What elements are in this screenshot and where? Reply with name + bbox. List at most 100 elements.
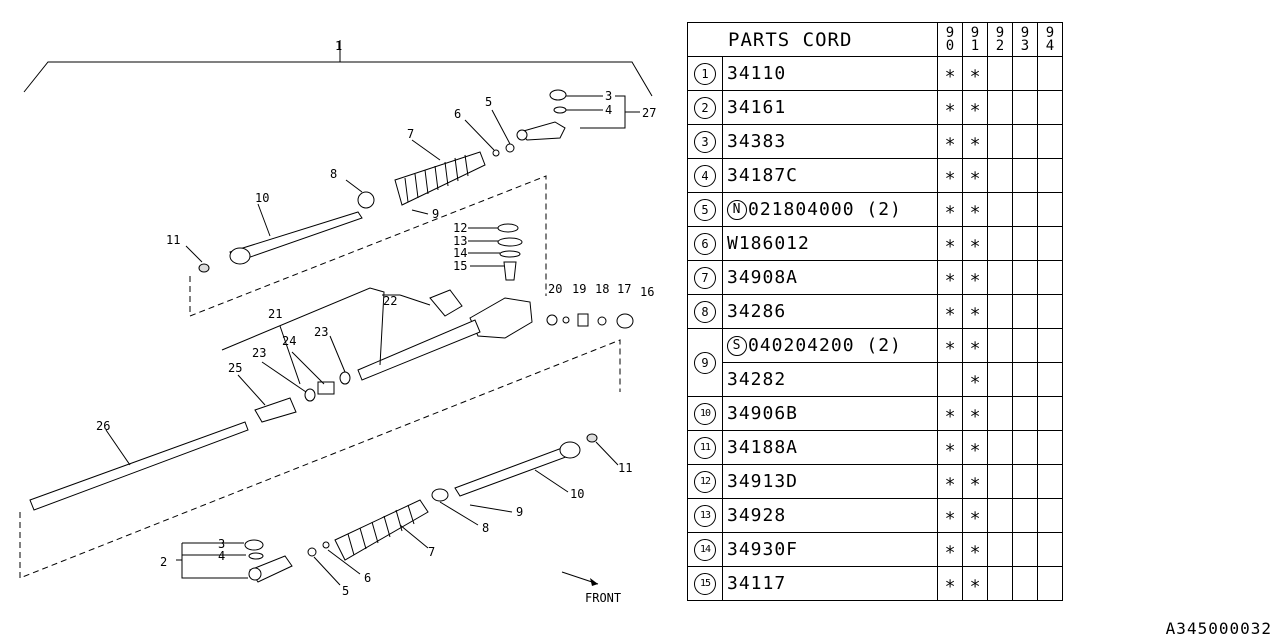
- applicability-cell: [1037, 226, 1063, 261]
- part-number: 13: [694, 504, 716, 527]
- table-row: 34282 ∗: [688, 362, 1063, 397]
- applicability-cell: ∗: [962, 328, 988, 363]
- callout-10: 10: [255, 191, 269, 205]
- part-number: 11: [694, 436, 716, 459]
- part-code: 34282: [727, 369, 787, 390]
- applicability-mark: ∗: [944, 301, 956, 322]
- applicability-cell: [1012, 260, 1038, 295]
- boot-bottom: 8 9 7: [334, 488, 523, 561]
- callout-26: 26: [96, 419, 110, 433]
- applicability-mark: ∗: [944, 131, 956, 152]
- applicability-cell: ∗: [937, 294, 963, 329]
- part-number: 15: [694, 572, 716, 595]
- part-number-cell: 9: [687, 328, 723, 397]
- applicability-cell: [1012, 56, 1038, 91]
- applicability-cell: ∗: [937, 498, 963, 533]
- inner-tie-rod-bottom: 11 10: [454, 433, 632, 501]
- rack-tube: 21 23 24 23: [221, 287, 481, 402]
- table-row: 11 34188A ∗ ∗: [687, 430, 1063, 465]
- part-number-cell: 3: [687, 124, 723, 159]
- part-number-cell: 1: [687, 56, 723, 91]
- applicability-mark: ∗: [969, 471, 981, 492]
- applicability-cell: [987, 294, 1013, 329]
- applicability-cell: ∗: [962, 430, 988, 465]
- part-code-cell: 34188A: [722, 430, 938, 465]
- part-number-cell: 6: [687, 226, 723, 261]
- applicability-mark: ∗: [944, 165, 956, 186]
- callout-5: 5: [485, 95, 492, 109]
- applicability-mark: ∗: [944, 471, 956, 492]
- applicability-cell: [987, 430, 1013, 465]
- callout-23-bottom: 23: [252, 346, 266, 360]
- applicability-mark: ∗: [969, 437, 981, 458]
- applicability-cell: ∗: [962, 396, 988, 431]
- applicability-cell: [987, 158, 1013, 193]
- part-code: 34913D: [727, 471, 799, 492]
- applicability-mark: ∗: [969, 199, 981, 220]
- applicability-cell: [1012, 294, 1038, 329]
- applicability-cell: ∗: [962, 158, 988, 193]
- applicability-cell: [1012, 192, 1038, 227]
- applicability-cell: ∗: [937, 430, 963, 465]
- part-code: 34117: [727, 573, 787, 594]
- callout-14: 14: [453, 246, 467, 260]
- part-number: 7: [694, 266, 716, 289]
- part-code-cell: 34928: [722, 498, 938, 533]
- callout-22: 22: [383, 294, 397, 308]
- applicability-cell: [1012, 158, 1038, 193]
- rack-bar: 25 26: [29, 361, 297, 511]
- inner-tie-rod-top: 10 11: [166, 191, 363, 273]
- pinion-parts: 12 13 14 15: [453, 221, 523, 281]
- part-number: 6: [694, 232, 716, 255]
- part-number-cell: 14: [687, 532, 723, 567]
- applicability-cell: [1037, 124, 1063, 159]
- applicability-cell: [987, 498, 1013, 533]
- applicability-mark: ∗: [944, 437, 956, 458]
- applicability-cell: [1037, 260, 1063, 295]
- applicability-cell: [1012, 328, 1038, 363]
- applicability-cell: [1037, 294, 1063, 329]
- callout-4-bottom: 4: [218, 549, 225, 563]
- applicability-mark: ∗: [969, 369, 981, 390]
- part-number: 14: [694, 538, 716, 561]
- steering-gear-exploded-diagram: 1 3 4 27 5 6 7 8 9 10 11: [19, 39, 656, 605]
- part-code-cell: 34187C: [722, 158, 938, 193]
- part-code: 34908A: [727, 267, 799, 288]
- applicability-cell: [1037, 566, 1063, 601]
- callout-11: 11: [166, 233, 180, 247]
- applicability-mark: ∗: [944, 233, 956, 254]
- applicability-cell: ∗: [962, 124, 988, 159]
- callout-7: 7: [407, 127, 414, 141]
- applicability-cell: [937, 362, 963, 397]
- part-number-cell: 15: [687, 566, 723, 601]
- applicability-mark: ∗: [969, 97, 981, 118]
- applicability-cell: ∗: [937, 396, 963, 431]
- part-code: 34928: [727, 505, 787, 526]
- callout-17: 17: [617, 282, 631, 296]
- applicability-mark: ∗: [969, 573, 981, 594]
- part-code: 34383: [727, 131, 787, 152]
- part-number: 5: [694, 198, 716, 221]
- part-number-cell: 5: [687, 192, 723, 227]
- part-code: 34110: [727, 63, 787, 84]
- part-number-cell: 7: [687, 260, 723, 295]
- applicability-mark: ∗: [944, 97, 956, 118]
- applicability-cell: ∗: [962, 90, 988, 125]
- callout-10-bottom: 10: [570, 487, 584, 501]
- applicability-cell: [1012, 464, 1038, 499]
- applicability-mark: ∗: [969, 403, 981, 424]
- callout-6: 6: [454, 107, 461, 121]
- tie-rod-end-bottom: 3 4 2 5 6: [160, 537, 371, 598]
- applicability-mark: ∗: [944, 539, 956, 560]
- part-number-cell: 10: [687, 396, 723, 431]
